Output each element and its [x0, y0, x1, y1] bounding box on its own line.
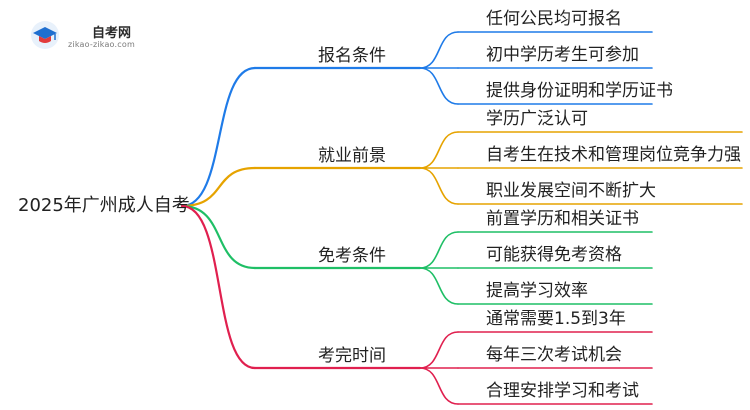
leaf-connector — [419, 267, 459, 305]
leaf-label: 提供身份证明和学历证书 — [486, 81, 673, 101]
leaf-connector — [419, 331, 459, 369]
site-logo: 自考网 zikao-zikao.com — [30, 20, 140, 52]
leaf-connector — [419, 131, 459, 169]
leaf-label: 任何公民均可报名 — [486, 9, 622, 29]
leaf-label: 提高学习效率 — [486, 281, 588, 301]
leaf-connector — [419, 31, 459, 69]
leaf-label: 职业发展空间不断扩大 — [486, 181, 656, 201]
branch-label: 考完时间 — [318, 346, 386, 366]
logo-title: 自考网 — [92, 26, 132, 41]
leaf-connector — [419, 231, 459, 269]
branch-connector — [180, 204, 257, 370]
branch-label: 免考条件 — [318, 246, 386, 266]
root-node: 2025年广州成人自考 — [18, 195, 190, 216]
leaf-label: 前置学历和相关证书 — [486, 209, 639, 229]
leaf-connector — [419, 367, 459, 405]
leaf-label: 学历广泛认可 — [486, 109, 588, 129]
branch-connector — [180, 166, 257, 208]
leaf-connector — [419, 167, 459, 205]
leaf-label: 合理安排学习和考试 — [486, 381, 639, 401]
branch-label: 就业前景 — [318, 146, 386, 166]
leaf-label: 每年三次考试机会 — [486, 345, 622, 365]
leaf-label: 初中学历考生可参加 — [486, 45, 639, 65]
leaf-label: 可能获得免考资格 — [486, 245, 622, 265]
graduation-cap-icon — [31, 21, 59, 49]
leaf-label: 通常需要1.5到3年 — [486, 309, 626, 329]
leaf-label: 自考生在技术和管理岗位竞争力强 — [486, 145, 741, 165]
branch-label: 报名条件 — [318, 46, 386, 66]
branch-connector — [180, 66, 257, 208]
branch-connector — [180, 204, 257, 270]
leaf-connector — [419, 67, 459, 105]
logo-url: zikao-zikao.com — [68, 40, 135, 49]
